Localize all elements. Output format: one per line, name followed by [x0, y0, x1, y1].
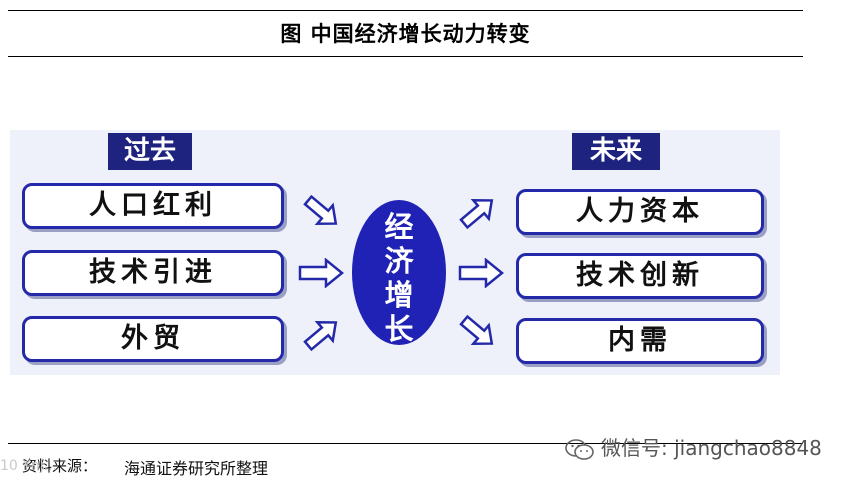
future-item-human-capital: 人力资本	[516, 189, 764, 235]
arrow-right-1	[298, 258, 344, 288]
corner-watermark: 10 Ynj...	[0, 458, 57, 474]
source-org: 海通证券研究所整理	[124, 459, 269, 478]
future-item-tech-innovation: 技术创新	[516, 253, 764, 299]
arrow-diag-down-right-1	[303, 194, 338, 226]
oval-char-3: 增	[384, 278, 414, 312]
past-item-foreign-trade: 外贸	[22, 316, 284, 362]
economic-growth-label: 经 济 增 长	[352, 200, 446, 345]
arrow-diag-down-right-2	[459, 314, 494, 346]
top-rule	[8, 10, 803, 11]
title-rule	[8, 56, 803, 57]
watermark-text: 微信号: jiangchao8848	[601, 436, 822, 460]
source-label: 资料来源：	[22, 457, 98, 475]
past-item-technology-import: 技术引进	[22, 250, 284, 296]
oval-char-2: 济	[384, 244, 414, 278]
oval-char-4: 长	[384, 312, 414, 345]
arrow-diag-up-right-2	[459, 198, 494, 230]
wechat-watermark: 微信号: jiangchao8848	[565, 432, 822, 460]
past-header: 过去	[108, 133, 192, 170]
arrow-right-2	[458, 258, 504, 288]
arrow-diag-up-right-1	[303, 320, 338, 352]
wechat-icon	[565, 438, 594, 460]
figure-title: 图 中国经济增长动力转变	[280, 22, 531, 46]
future-header: 未来	[572, 133, 660, 170]
bottom-rule	[8, 443, 803, 444]
economic-growth-oval	[352, 200, 446, 345]
past-item-demographic-dividend: 人口红利	[22, 183, 284, 229]
future-item-domestic-demand: 内需	[516, 318, 764, 364]
oval-char-1: 经	[384, 210, 414, 244]
